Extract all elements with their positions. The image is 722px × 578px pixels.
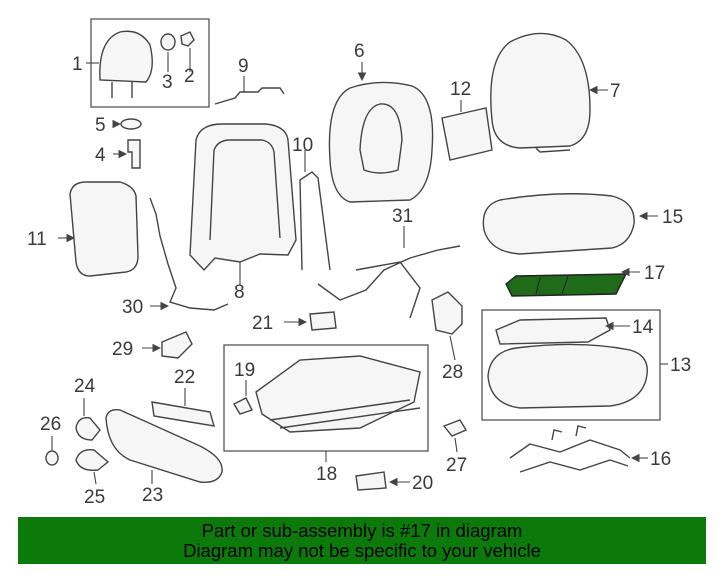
part-23-side-shield — [105, 408, 223, 483]
callout-7: 7 — [610, 81, 621, 102]
callout-8: 8 — [234, 282, 245, 303]
callout-5: 5 — [95, 115, 106, 136]
part-24-knob — [75, 417, 101, 441]
banner-line-1: Part or sub-assembly is #17 in diagram — [201, 520, 523, 541]
callout-6: 6 — [354, 41, 365, 62]
callout-23: 23 — [142, 485, 163, 506]
part-25-handle — [75, 449, 110, 471]
part-22-bracket — [151, 401, 215, 427]
callout-20: 20 — [412, 473, 433, 494]
part-16-springs — [509, 425, 631, 473]
part-11-side-cover — [69, 181, 139, 277]
part-15-cushion-trim — [482, 193, 635, 255]
callout-3: 3 — [162, 72, 173, 93]
callout-12: 12 — [450, 79, 471, 100]
part-6-seatback-trim — [328, 81, 434, 203]
callout-14: 14 — [632, 317, 654, 338]
info-banner: Part or sub-assembly is #17 in diagram D… — [18, 517, 706, 564]
callout-22: 22 — [174, 367, 195, 388]
part-5-clip — [120, 118, 142, 130]
part-30-harness — [149, 197, 229, 311]
part-4-guide — [127, 139, 141, 169]
banner-line-2: Diagram may not be specific to your vehi… — [183, 540, 541, 561]
callout-19: 19 — [234, 360, 255, 381]
part-29-bracket — [161, 331, 193, 359]
part-9-wire — [214, 87, 285, 105]
part-26-cap — [45, 450, 59, 466]
callout-10: 10 — [292, 135, 313, 156]
cushion-group — [481, 309, 661, 421]
callout-27: 27 — [446, 455, 467, 476]
callout-4: 4 — [95, 145, 106, 166]
part-27-clip — [442, 419, 468, 437]
callout-11: 11 — [27, 229, 47, 250]
callout-29: 29 — [112, 339, 133, 360]
callout-30: 30 — [122, 297, 143, 318]
callout-15: 15 — [662, 207, 683, 228]
part-28-bracket — [431, 291, 463, 335]
callout-13: 13 — [670, 355, 691, 376]
callout-1: 1 — [72, 54, 83, 75]
callout-17: 17 — [644, 263, 665, 284]
part-12-pad — [441, 107, 493, 161]
track-group — [223, 344, 429, 452]
callout-9: 9 — [238, 56, 249, 77]
part-20-block — [355, 471, 387, 491]
callout-16: 16 — [650, 449, 671, 470]
part-17-highlighted — [505, 273, 628, 297]
callout-21: 21 — [252, 313, 273, 334]
part-31-harness — [317, 245, 461, 319]
callout-31: 31 — [392, 206, 413, 227]
part-7-rear-trim — [490, 32, 591, 149]
callout-25: 25 — [84, 487, 105, 508]
part-10-rod — [299, 171, 331, 271]
callout-24: 24 — [74, 376, 96, 397]
part-8-seatback-frame — [189, 123, 297, 272]
callout-26: 26 — [40, 414, 61, 435]
callout-2: 2 — [184, 66, 195, 87]
callout-28: 28 — [442, 362, 463, 383]
headrest-group — [90, 18, 210, 108]
part-21-block — [309, 311, 337, 331]
callout-18: 18 — [316, 464, 337, 485]
